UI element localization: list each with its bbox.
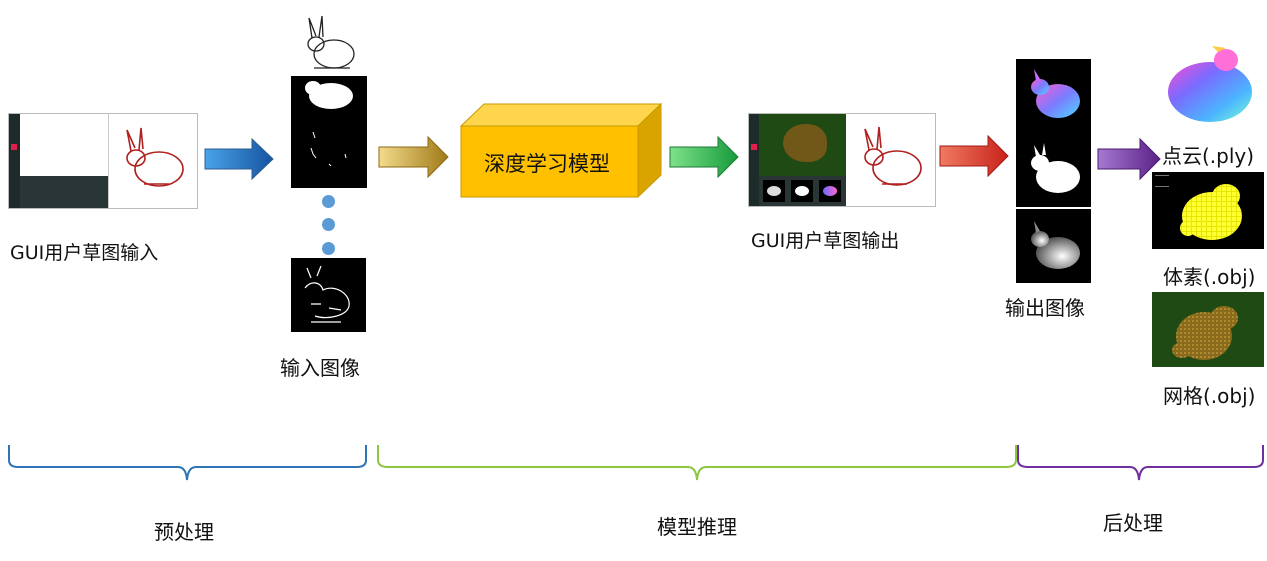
phase-preprocess-label: 预处理 [154,520,214,544]
phase-inference-label: 模型推理 [657,515,737,539]
ellipsis-dot-1 [322,195,335,208]
ellipsis-dot-3 [322,242,335,255]
brace-inference [377,445,1017,481]
bunny-normal-map-icon [1031,69,1080,118]
bunny-depth-map-icon [1031,221,1080,269]
gui-sidebar-red-button [11,144,17,150]
voxel-thumb [1152,172,1264,249]
gui-sidebar-red-button [751,144,757,150]
input-sketch-black-thumb [291,258,366,332]
strip-bunny-white-1 [767,186,781,196]
voxel-header-text [1155,175,1169,187]
bunny-silhouette-icon [1031,143,1080,193]
gui-output-screenshot [748,113,936,207]
input-images-label: 输入图像 [280,356,360,380]
brace-postprocess [1017,445,1264,481]
voxel-label: 体素(.obj) [1163,265,1256,289]
gui-input-screenshot [8,113,198,209]
gui-canvas [108,114,197,208]
bunny-sketch-icon [126,127,184,187]
input-edge-thumb [291,114,367,188]
gui-sidebar [749,114,759,206]
model-label: 深度学习模型 [484,152,610,176]
strip-bunny-normal [823,186,837,196]
gui-input-label: GUI用户草图输入 [10,242,159,264]
mesh-thumb [1152,292,1264,367]
input-sketch-thumb [292,12,366,76]
bunny-edge-icon [310,131,347,167]
ellipsis-dot-2 [322,218,335,231]
output-silhouette-thumb [1016,133,1091,207]
phase-postprocess-label: 后处理 [1103,511,1163,535]
gui-output-label: GUI用户草图输出 [751,230,900,252]
brace-preprocess [8,445,367,481]
point-cloud-label: 点云(.ply) [1162,144,1255,168]
input-silhouette-thumb [291,76,367,114]
voxel-bunny-icon [1180,184,1242,240]
mesh-label: 网格(.obj) [1163,384,1256,408]
bunny-silhouette-icon [305,81,353,109]
gui-sidebar [9,114,20,208]
output-depth-thumb [1016,209,1091,283]
output-images-label: 输出图像 [1005,296,1085,320]
mesh-bunny-icon [783,124,827,162]
strip-bunny-white-2 [795,186,809,196]
mesh-bunny-icon [1172,306,1238,360]
bunny-sketch-icon [864,126,922,186]
gui-bottom-panel [20,176,108,208]
bunny-sketch-icon [304,265,350,323]
bunny-sketch-icon [307,15,355,69]
output-normal-thumb [1016,59,1091,133]
